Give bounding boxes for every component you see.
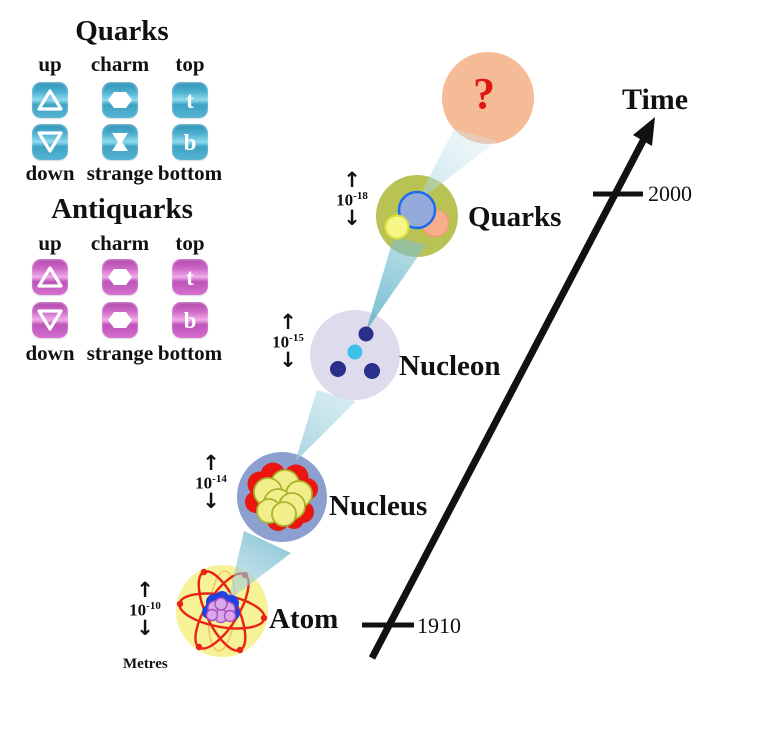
scale-exponent: -10	[146, 599, 161, 612]
unknown-disc	[442, 52, 534, 144]
scale-base: 10	[195, 473, 213, 493]
scale-exponent: -15	[289, 331, 304, 344]
label-top: top	[175, 52, 205, 76]
antiquarks-icon-row-1: t	[15, 259, 225, 295]
anti-down-quark-icon	[32, 302, 68, 338]
charm-quark-icon	[102, 82, 138, 118]
anti-top-quark-icon: t	[172, 259, 208, 295]
anti-bottom-quark-icon: b	[172, 302, 208, 338]
scale-quarks: ↑ 10-18 ↓	[336, 168, 368, 231]
nucleus-level-label: Nucleus	[329, 490, 428, 522]
label-anti-bottom: bottom	[157, 341, 223, 365]
antiquarks-bottom-labels: down strange bottom	[15, 342, 225, 364]
strange-quark-icon	[102, 124, 138, 160]
quarks-bottom-labels: down strange bottom	[15, 162, 225, 184]
quarks-level-label: Quarks	[468, 201, 562, 233]
up-arrow-icon: ↑	[343, 168, 361, 192]
antiquarks-icon-row-2: b	[15, 302, 225, 338]
nucleon-quark-dots	[330, 326, 380, 379]
hexagon-glyph	[108, 312, 132, 328]
antiquarks-panel-title: Antiquarks	[51, 193, 193, 225]
yellow-quark	[384, 214, 410, 240]
triangle-up-glyph	[37, 266, 63, 288]
blue-quark	[397, 190, 437, 230]
label-charm: charm	[90, 52, 150, 76]
label-up: up	[38, 52, 62, 76]
label-bottom: bottom	[157, 161, 223, 185]
quarks-icon-row-2: b	[15, 124, 225, 160]
down-arrow-icon: ↓	[343, 206, 361, 231]
letter-t-glyph: t	[186, 87, 194, 113]
anti-up-quark-icon	[32, 259, 68, 295]
triangle-down-glyph	[37, 309, 63, 331]
quarks-panel-title: Quarks	[75, 15, 169, 47]
hexagon-glyph	[108, 92, 132, 108]
label-anti-strange: strange	[86, 341, 154, 365]
scale-base: 10	[336, 190, 354, 210]
atom-level-label: Atom	[269, 603, 339, 635]
metres-unit-label: Metres	[123, 656, 168, 672]
up-arrow-icon: ↑	[279, 310, 297, 334]
question-mark: ?	[473, 69, 495, 118]
time-axis-label: Time	[622, 83, 689, 116]
hexagon-glyph	[108, 269, 132, 285]
zoom-beam-nucleus-nucleon	[295, 390, 356, 462]
scale-nucleon: ↑ 10-15 ↓	[272, 310, 304, 373]
down-arrow-icon: ↓	[279, 348, 297, 373]
letter-b-glyph: b	[183, 307, 197, 333]
label-anti-down: down	[25, 341, 75, 365]
scale-exponent: -14	[212, 472, 227, 485]
year-1910-label: 1910	[417, 613, 461, 638]
top-quark-icon: t	[172, 82, 208, 118]
up-arrow-icon: ↑	[136, 578, 154, 602]
scale-base: 10	[129, 600, 147, 620]
down-arrow-icon: ↓	[136, 616, 154, 641]
scale-nucleus: ↑ 10-14 ↓	[195, 451, 227, 514]
scale-atom: ↑ 10-10 ↓	[129, 578, 161, 641]
quarks-icon-row-1: t	[15, 82, 225, 118]
time-axis-arrowhead	[633, 117, 655, 146]
triangle-up-glyph	[37, 89, 63, 111]
zoom-beam-nucleon-quarks	[366, 236, 426, 331]
zoom-beam-atom-nucleus	[228, 531, 291, 601]
nucleon-level-label: Nucleon	[399, 350, 501, 382]
time-axis	[362, 117, 655, 660]
label-anti-top: top	[175, 231, 205, 255]
scale-base: 10	[272, 332, 290, 352]
label-anti-up: up	[38, 231, 62, 255]
quarks-top-labels: up charm top	[15, 53, 225, 75]
quark-bubble-contents	[384, 190, 450, 240]
label-strange: strange	[86, 161, 154, 185]
down-arrow-icon: ↓	[202, 489, 220, 514]
anti-strange-quark-icon	[102, 302, 138, 338]
letter-t-glyph: t	[186, 264, 194, 290]
down-quark-icon	[32, 124, 68, 160]
triangle-down-glyph	[37, 131, 63, 153]
nucleus-cluster	[245, 462, 318, 531]
time-axis-line	[368, 135, 649, 660]
letter-b-glyph: b	[183, 129, 197, 155]
antiquarks-top-labels: up charm top	[15, 232, 225, 254]
atom-nucleus-cluster	[202, 591, 240, 624]
anti-charm-quark-icon	[102, 259, 138, 295]
up-arrow-icon: ↑	[202, 451, 220, 475]
year-2000-label: 2000	[648, 181, 692, 206]
bottom-quark-icon: b	[172, 124, 208, 160]
label-down: down	[25, 161, 75, 185]
up-quark-icon	[32, 82, 68, 118]
label-anti-charm: charm	[90, 231, 150, 255]
zoom-beam-quarks-unknown	[416, 129, 497, 203]
hourglass-glyph	[112, 133, 128, 151]
scale-exponent: -18	[353, 189, 368, 202]
